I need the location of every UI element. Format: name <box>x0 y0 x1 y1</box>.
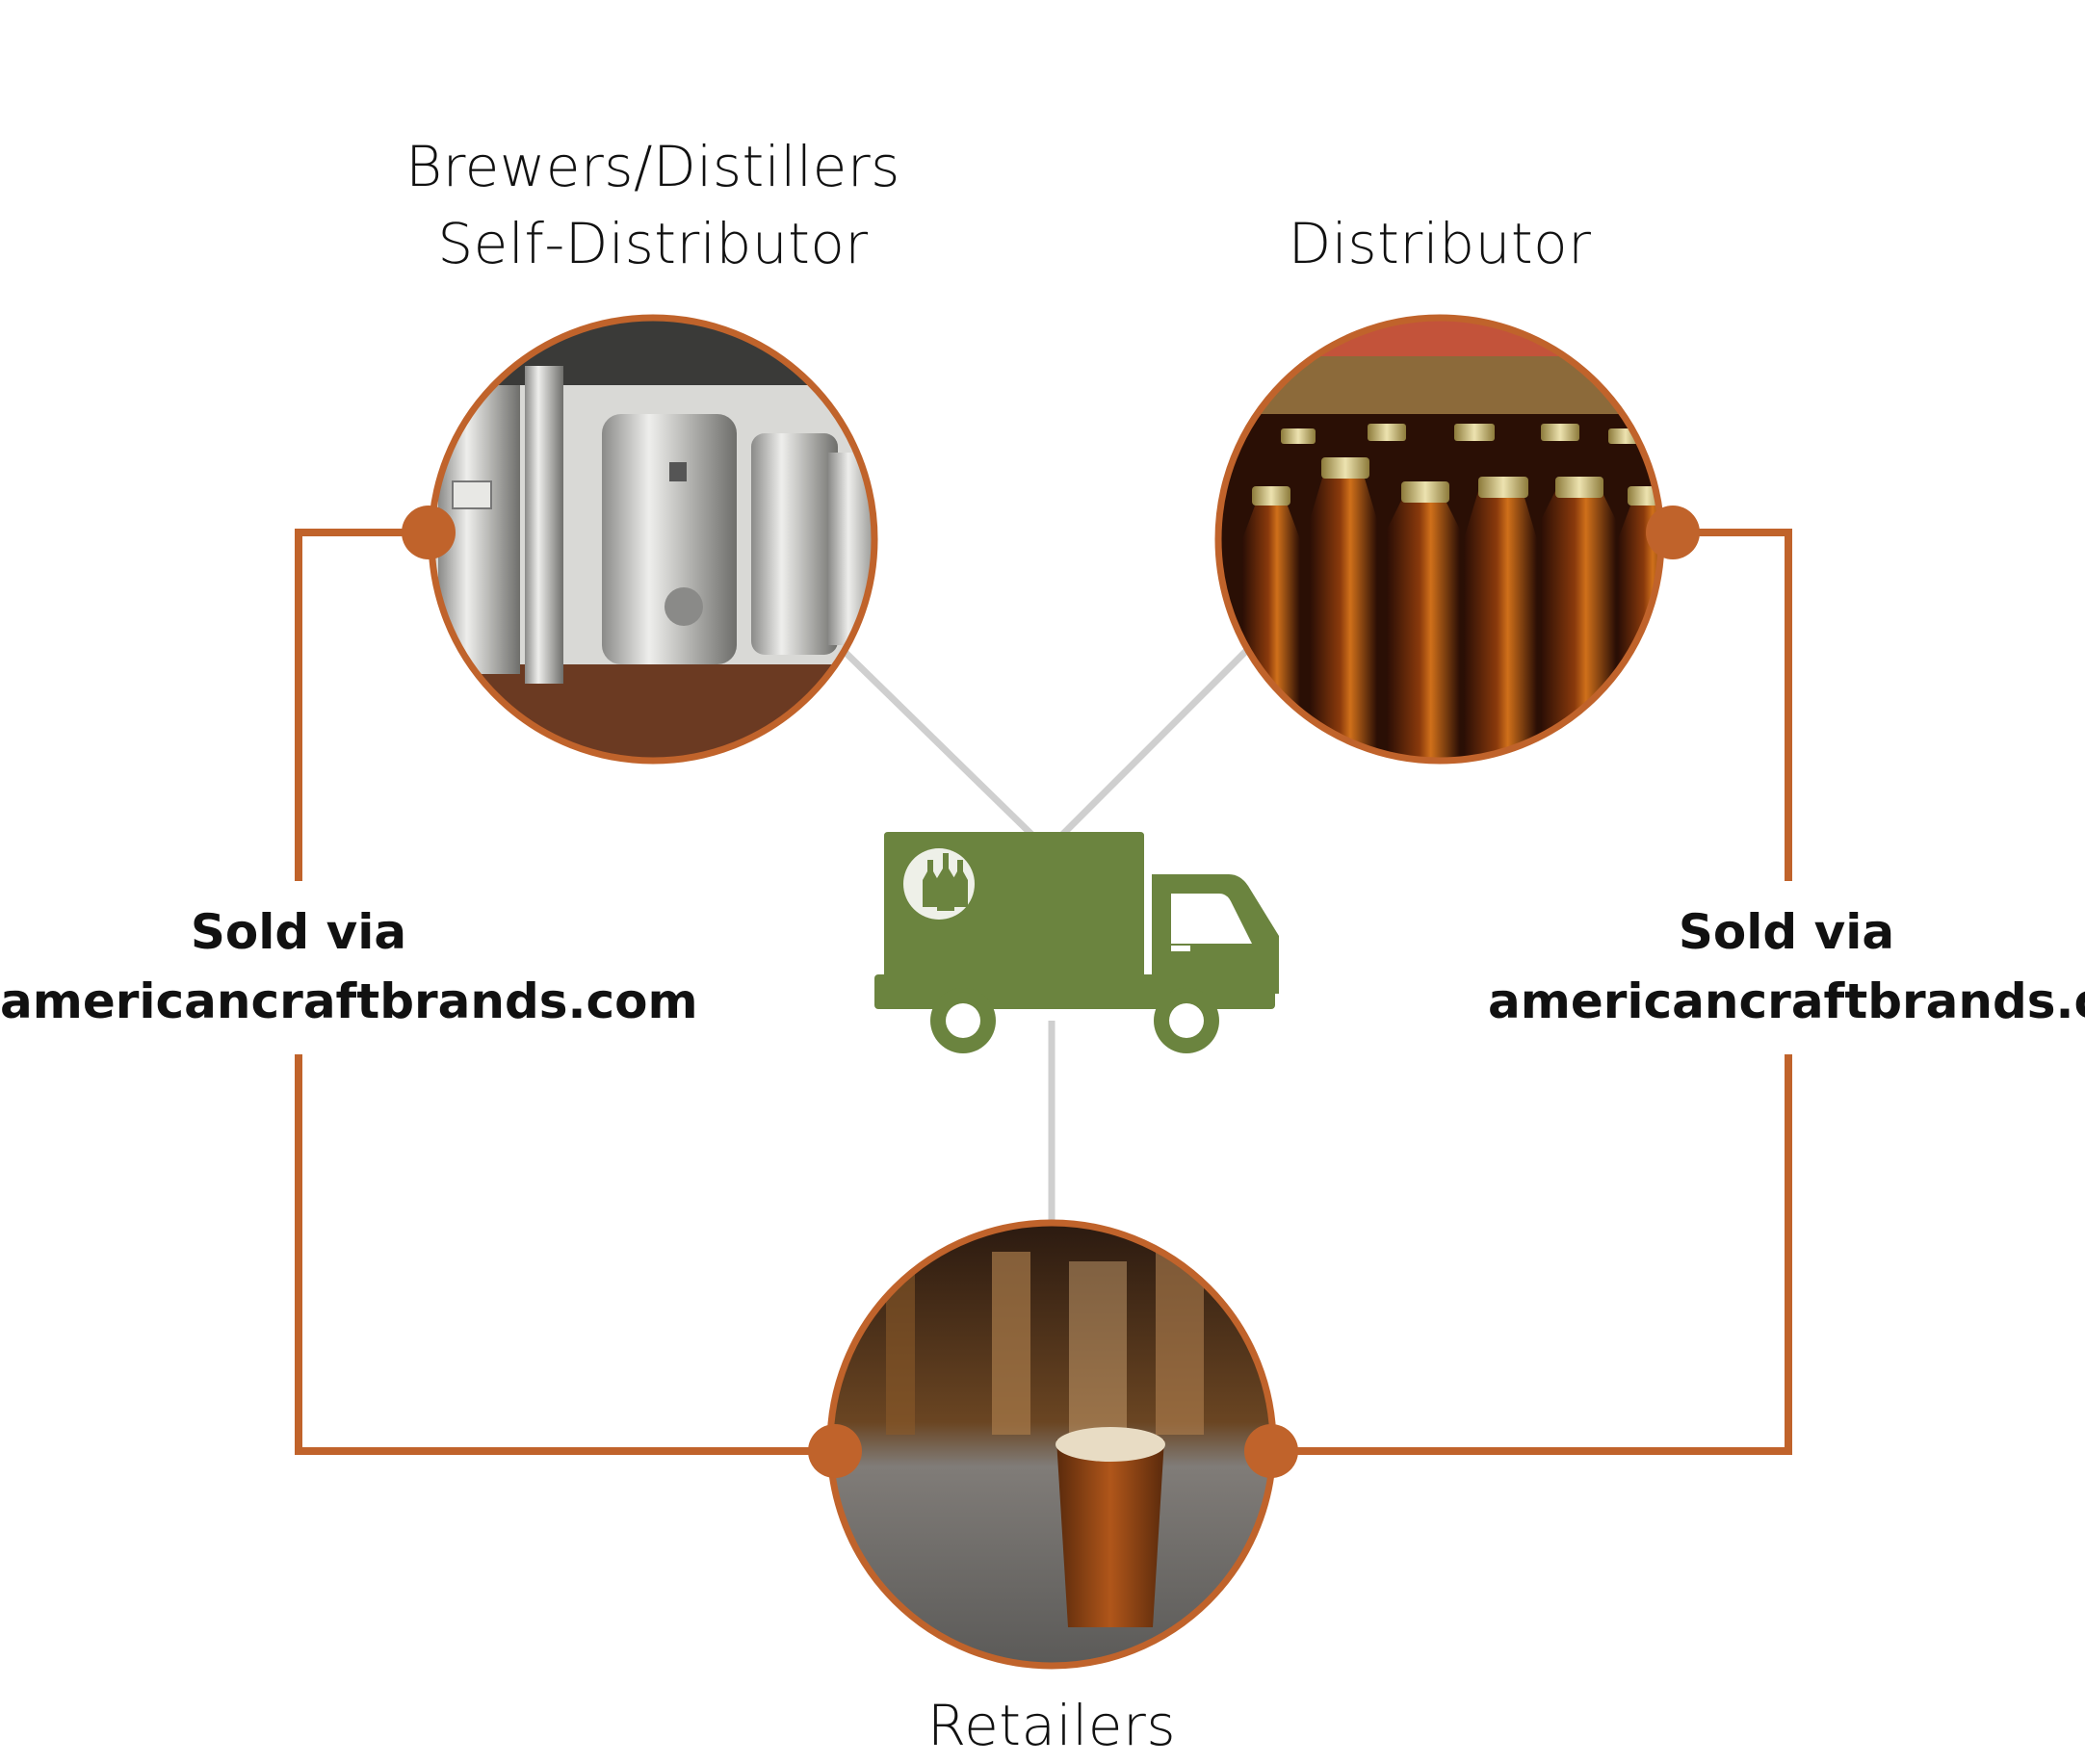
left-sold-via-line2: americancraftbrands.com <box>0 973 698 1029</box>
right-path-top <box>1676 529 1792 881</box>
distributor-connector-dot <box>1646 506 1700 559</box>
left-sold-via-label: Sold via americancraftbrands.com <box>0 897 698 1036</box>
retailers-left-connector-dot <box>808 1424 862 1478</box>
right-sold-via-line2: americancraftbrands.com <box>1488 973 2085 1029</box>
distributor-node <box>1214 314 1700 765</box>
left-sold-via-line1: Sold via <box>190 904 407 960</box>
brewery-tanks-photo <box>431 318 874 761</box>
right-path-bottom <box>1271 1054 1792 1455</box>
retailers-title: Retailers <box>926 1693 1177 1758</box>
left-path-top <box>295 529 424 881</box>
brewers-title-line2: Self-Distributor <box>437 211 869 276</box>
delivery-truck-icon <box>874 832 1279 1053</box>
distributor-title: Distributor <box>1288 211 1592 276</box>
retailers-node <box>808 1219 1298 1670</box>
connector-brewers-hub <box>835 642 1048 850</box>
bottles-badge-icon <box>903 848 975 920</box>
brewers-title-line1: Brewers/Distillers <box>405 134 900 199</box>
left-path-bottom <box>295 1054 833 1455</box>
brewers-connector-dot <box>402 506 456 559</box>
bar-pint-photo <box>830 1223 1273 1666</box>
direct-sale-paths <box>295 529 1792 1455</box>
connector-distributor-hub <box>1047 642 1255 850</box>
hub-connectors <box>835 642 1255 1228</box>
brewers-node <box>402 314 878 765</box>
beer-bottles-photo <box>1218 318 1661 761</box>
retailers-right-connector-dot <box>1244 1424 1298 1478</box>
right-sold-via-line1: Sold via <box>1678 904 1895 960</box>
brewers-title: Brewers/Distillers Self-Distributor <box>364 128 942 282</box>
right-sold-via-label: Sold via americancraftbrands.com <box>1488 897 2085 1036</box>
